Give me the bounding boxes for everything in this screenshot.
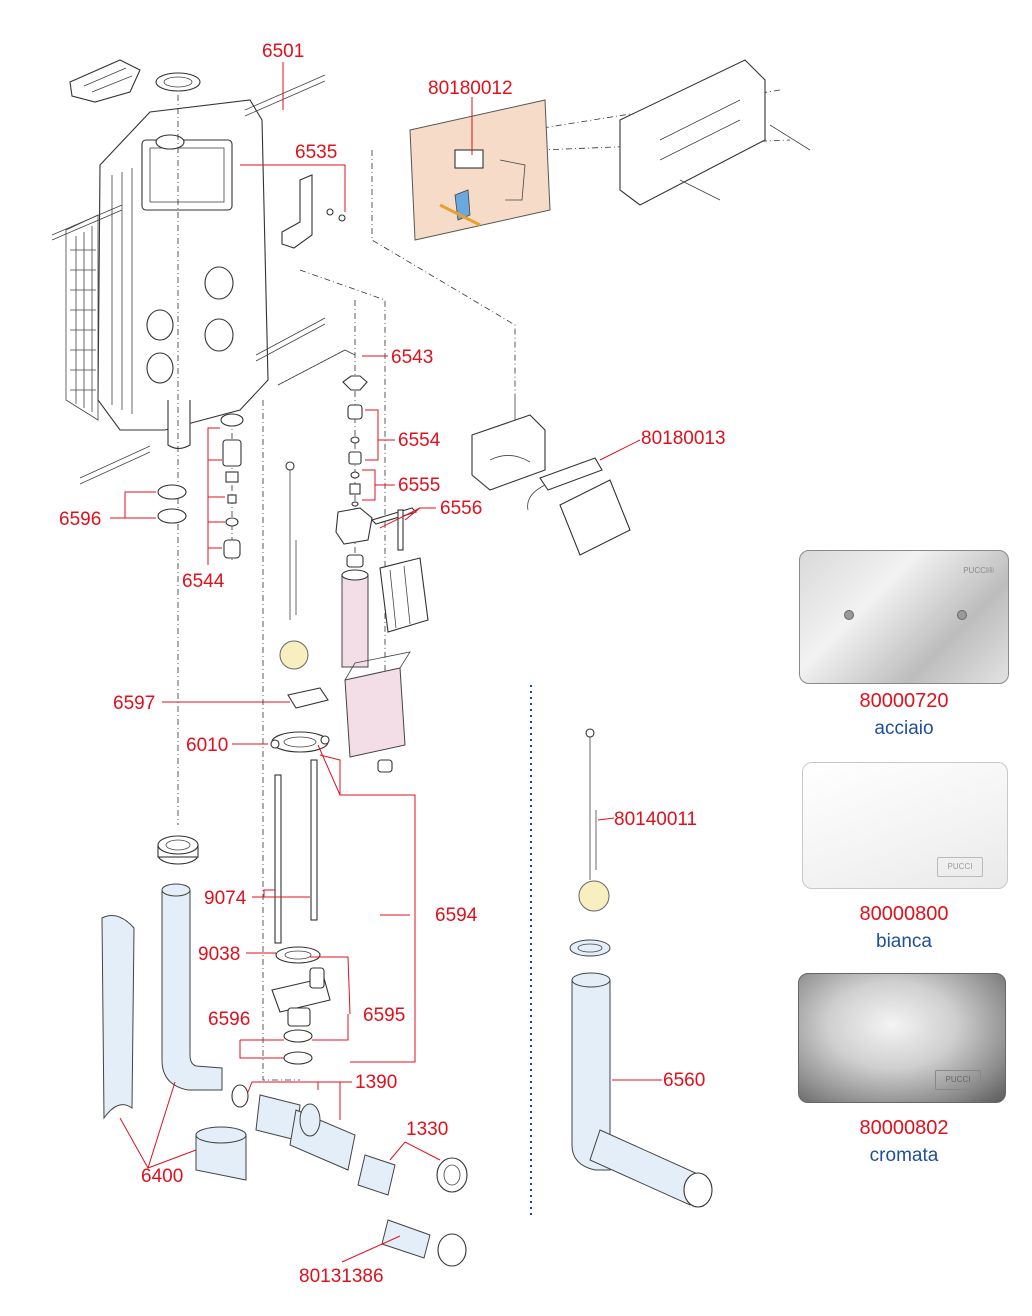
plate-brand-logo: PUCCI® — [963, 566, 994, 575]
label-6556: 6556 — [440, 498, 482, 519]
axis-electronics — [371, 150, 516, 395]
label-6596-bottom: 6596 — [208, 1009, 250, 1030]
label-6400: 6400 — [141, 1166, 183, 1187]
pipe-sleeve-6400 — [195, 1126, 247, 1181]
axis-tank — [299, 269, 386, 720]
connection-ring-top — [157, 835, 199, 865]
end-cap-1330 — [436, 1157, 468, 1193]
label-6555: 6555 — [398, 475, 440, 496]
plate-brand-badge: PUCCI — [937, 857, 983, 877]
label-80180012: 80180012 — [428, 78, 513, 99]
valve-parts-6555 — [349, 471, 361, 507]
valve-body-6595 — [271, 967, 331, 1027]
pipe-sleeve-1330 — [357, 1154, 396, 1196]
label-6554: 6554 — [398, 430, 441, 451]
flexible-hose-6543 — [277, 349, 356, 386]
label-1330: 1330 — [406, 1119, 448, 1140]
label-6596-top: 6596 — [59, 509, 101, 530]
valve-body-6556 — [335, 507, 418, 551]
plate-finish-bianca: bianca — [876, 931, 932, 952]
plate-acciaio: PUCCI® — [799, 550, 1009, 684]
rods-9074 — [274, 759, 318, 944]
tank-box-pink — [344, 651, 411, 773]
plate-code-bianca: 80000800 — [859, 903, 949, 925]
label-6597: 6597 — [113, 693, 155, 714]
float-rod-left — [279, 461, 309, 670]
label-80180013: 80180013 — [641, 428, 726, 449]
plate-cromata: PUCCI — [798, 973, 1006, 1103]
label-6010: 6010 — [186, 735, 228, 756]
label-6595: 6595 — [363, 1005, 405, 1026]
plate-screw-right — [957, 610, 967, 620]
plate-finish-cromata: cromata — [869, 1145, 939, 1166]
valve-seat-9038 — [275, 946, 321, 964]
label-6594: 6594 — [435, 905, 478, 926]
valve-assembly-6544 — [220, 413, 244, 559]
bracket-6597 — [287, 687, 329, 709]
bracket-6535 — [281, 174, 346, 249]
tank-column-pink — [341, 554, 369, 668]
flange-6010 — [270, 731, 330, 753]
plate-brand-badge-chrome: PUCCI — [935, 1070, 981, 1090]
label-6560: 6560 — [663, 1070, 705, 1091]
axis-flush-pipe — [262, 400, 300, 1081]
pipe-6560 — [569, 939, 713, 1208]
plate-code-cromata: 80000802 — [859, 1117, 949, 1139]
float-rod-80140011 — [578, 728, 610, 912]
label-9038: 9038 — [198, 944, 240, 965]
plate-bianca: PUCCI — [802, 762, 1008, 889]
plate-screw-left — [844, 610, 854, 620]
label-80131386: 80131386 — [299, 1266, 384, 1287]
tank-filter-box — [379, 557, 429, 633]
frame-box-plate — [619, 59, 811, 206]
label-6501: 6501 — [262, 41, 304, 62]
flush-plate-80180012 — [409, 99, 551, 241]
pipe-80131386 — [381, 1219, 467, 1267]
top-clamp-part — [69, 59, 141, 103]
seal-rings-6596-bottom — [283, 1029, 313, 1065]
flush-pipe-6400 — [161, 883, 223, 1091]
top-seal-ring — [155, 72, 201, 92]
plate-code-acciaio: 80000720 — [859, 690, 949, 712]
label-6535: 6535 — [295, 142, 337, 163]
label-6543: 6543 — [391, 347, 433, 368]
sensor-box-80180013 — [471, 395, 631, 556]
pipe-cover-6400 — [101, 915, 135, 1120]
valve-parts-6554 — [342, 375, 368, 465]
plate-finish-acciaio: acciaio — [874, 718, 934, 739]
leader-lines — [110, 62, 662, 1263]
label-1390: 1390 — [355, 1072, 397, 1093]
label-6544: 6544 — [182, 571, 225, 592]
flush-elbow-1390 — [255, 1094, 356, 1171]
seal-rings-6596-top — [157, 484, 187, 524]
label-80140011: 80140011 — [614, 809, 697, 830]
cistern-frame — [51, 74, 326, 485]
oring-1390 — [231, 1084, 249, 1108]
label-9074: 9074 — [204, 888, 247, 909]
